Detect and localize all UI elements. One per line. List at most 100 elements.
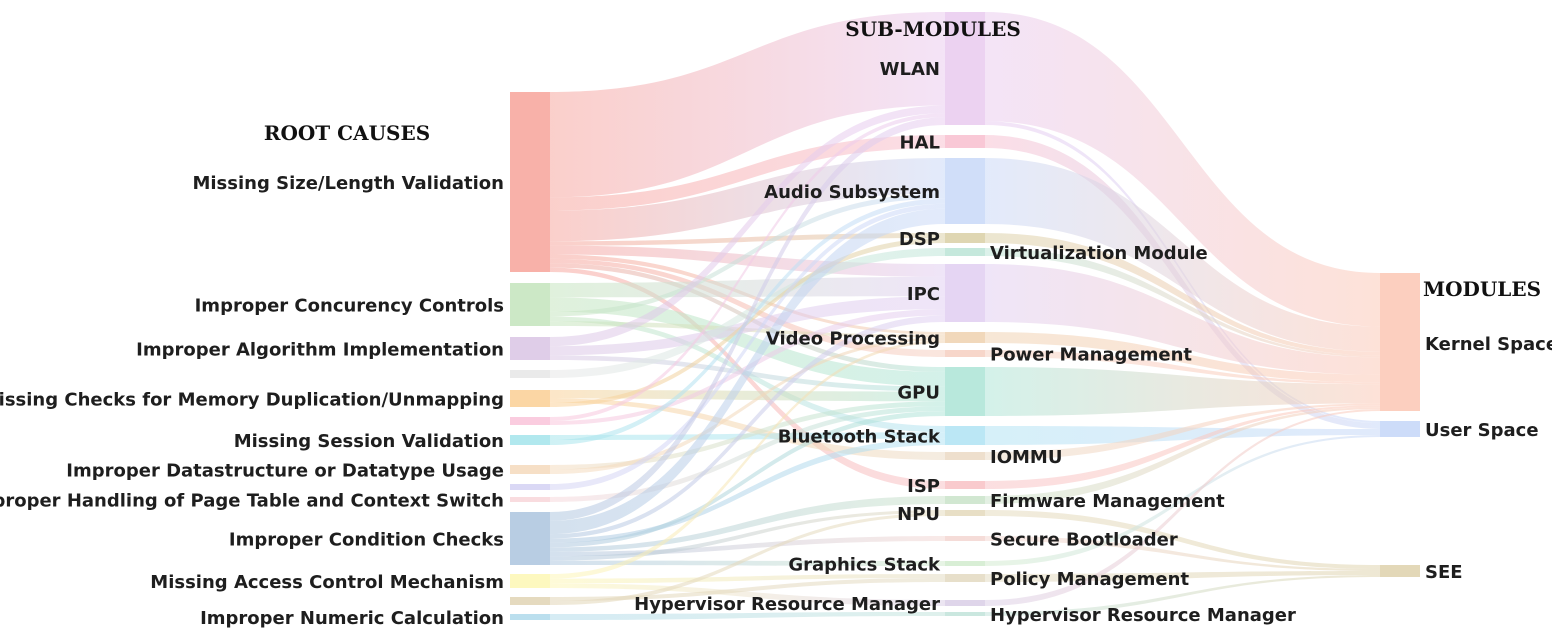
modules-header: MODULES <box>1423 277 1541 301</box>
link-ipc-to-kernel <box>985 264 1380 375</box>
node-user <box>1380 421 1420 437</box>
link-gpu-to-kernel <box>985 367 1380 416</box>
node-dstype <box>510 465 550 474</box>
node-hrm2 <box>945 612 985 616</box>
link-cond-to-ipc <box>550 315 945 539</box>
label-audio: Audio Subsystem <box>764 182 940 203</box>
label-gfx: Graphics Stack <box>788 555 941 576</box>
link-pink-to-wlan <box>550 113 945 421</box>
node-ipc <box>945 264 985 322</box>
node-memdup <box>510 390 550 407</box>
label-hal: HAL <box>900 133 940 154</box>
label-isp: ISP <box>907 476 940 497</box>
label-npu: NPU <box>897 504 940 525</box>
node-kernel <box>1380 273 1420 411</box>
link-iommu-to-kernel <box>985 403 1380 460</box>
link-cond-to-bt <box>550 438 945 543</box>
link-size-to-hal <box>550 135 945 211</box>
node-conc <box>510 283 550 326</box>
label-numeric: Improper Numeric Calculation <box>200 608 504 629</box>
label-gpu: GPU <box>897 383 940 404</box>
node-algo <box>510 337 550 360</box>
node-isp <box>945 481 985 489</box>
label-dsp: DSP <box>899 229 940 250</box>
node-olive <box>510 597 550 605</box>
link-purple-to-audio <box>550 203 945 490</box>
link-algo-to-ipc <box>550 296 945 356</box>
node-power <box>945 350 985 357</box>
label-power: Power Management <box>990 345 1192 366</box>
label-session: Missing Session Validation <box>234 431 504 452</box>
root-causes-header: ROOT CAUSES <box>264 121 430 145</box>
node-virt <box>945 248 985 256</box>
link-access-to-policy <box>550 574 945 584</box>
node-npu <box>945 510 985 516</box>
link-size-to-power <box>550 258 945 357</box>
label-boot: Secure Bootloader <box>990 530 1178 551</box>
link-size-to-audio <box>550 158 945 242</box>
link-virt-to-kernel <box>985 248 1380 358</box>
link-hrm2-to-see <box>985 575 1380 616</box>
link-fw-to-kernel <box>985 407 1380 504</box>
link-numeric-to-hrm2 <box>550 612 945 620</box>
flow-nodes <box>510 12 1420 620</box>
link-cond-to-gfx <box>550 560 945 566</box>
node-iommu <box>945 452 985 460</box>
link-policy-to-see <box>985 571 1380 582</box>
link-access-to-hrm1 <box>550 583 945 606</box>
label-fw: Firmware Management <box>990 491 1225 512</box>
label-iommu: IOMMU <box>990 447 1062 468</box>
link-dstype-to-video <box>550 337 945 474</box>
flow-links <box>550 12 1380 620</box>
link-gfx-to-user <box>985 435 1380 566</box>
node-gfx <box>945 561 985 566</box>
node-bt <box>945 426 985 445</box>
link-wlan-to-kernel <box>985 12 1380 327</box>
link-isp-to-kernel <box>985 405 1380 489</box>
link-conc-to-gpu <box>550 297 945 387</box>
node-numeric <box>510 614 550 620</box>
link-cond-to-fw <box>550 496 945 552</box>
link-cond-to-audio <box>550 208 945 535</box>
node-gray <box>510 370 550 378</box>
link-hrm1-to-kernel <box>985 409 1380 606</box>
node-policy <box>945 574 985 582</box>
label-see: SEE <box>1425 562 1463 583</box>
link-conc-to-ipc <box>550 276 945 298</box>
label-pagetbl: Improper Handling of Page Table and Cont… <box>0 491 504 512</box>
node-hrm1 <box>945 600 985 606</box>
node-wlan <box>945 12 985 125</box>
label-user: User Space <box>1425 420 1539 441</box>
label-hrm2: Hypervisor Resource Manager <box>990 605 1296 626</box>
node-video <box>945 332 985 343</box>
link-olive-to-npu <box>550 513 945 605</box>
label-policy: Policy Management <box>990 569 1189 590</box>
label-conc: Improper Concurency Controls <box>195 296 504 317</box>
node-cond <box>510 512 550 565</box>
link-dsp-to-kernel <box>985 233 1380 356</box>
node-pagetbl <box>510 497 550 502</box>
node-size <box>510 92 550 272</box>
label-video: Video Processing <box>766 329 940 350</box>
label-bt: Bluetooth Stack <box>778 427 941 448</box>
node-audio <box>945 158 985 224</box>
label-algo: Improper Algorithm Implementation <box>136 340 504 361</box>
label-size: Missing Size/Length Validation <box>192 173 504 194</box>
link-gray-to-virt <box>550 248 945 378</box>
label-memdup: Missing Checks for Memory Duplication/Un… <box>0 390 504 411</box>
link-power-to-kernel <box>985 350 1380 385</box>
link-cond-to-npu <box>550 510 945 561</box>
label-access: Missing Access Control Mechanism <box>150 572 504 593</box>
link-cond-to-gpu <box>550 411 945 548</box>
node-access <box>510 574 550 588</box>
label-kernel: Kernel Space <box>1425 334 1552 355</box>
node-dsp <box>945 233 985 243</box>
link-cond-to-wlan <box>550 117 945 521</box>
label-hrm1: Hypervisor Resource Manager <box>634 594 940 615</box>
link-pagetbl-to-gpu <box>550 406 945 502</box>
node-gpu <box>945 367 985 416</box>
node-see <box>1380 565 1420 577</box>
label-ipc: IPC <box>907 284 940 305</box>
